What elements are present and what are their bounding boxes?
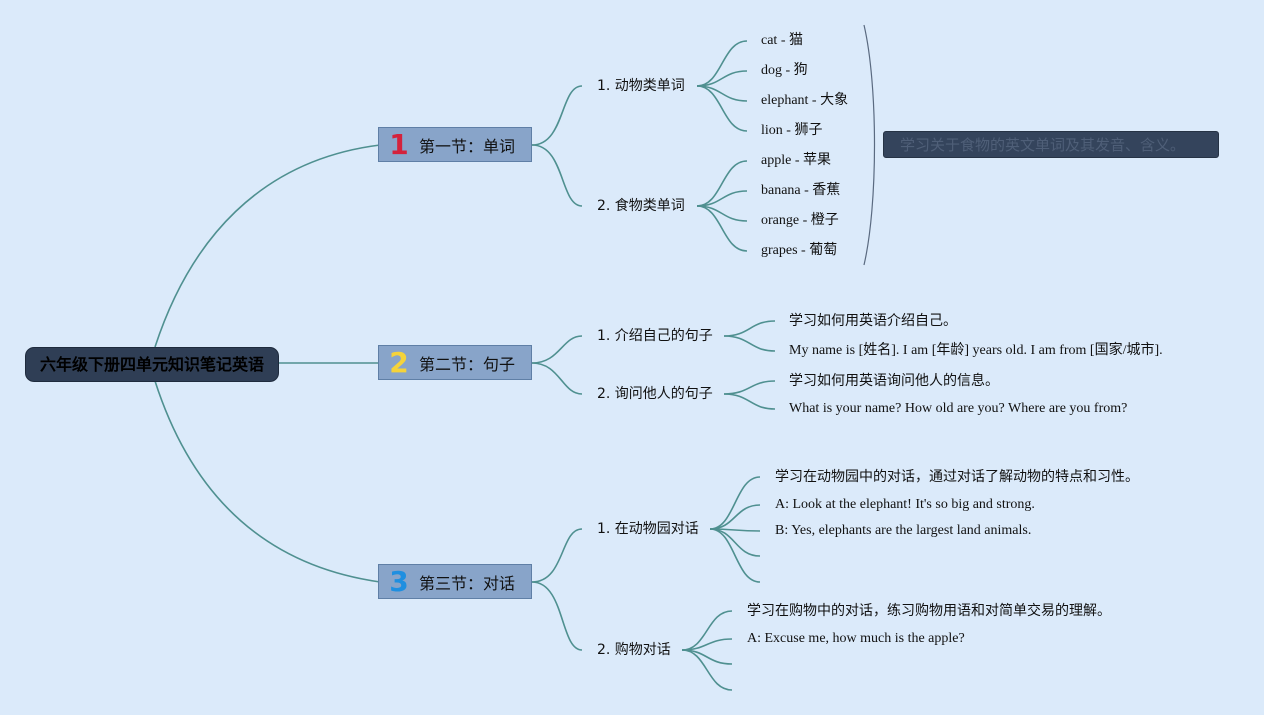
subtopic-zoo-dialogue[interactable]: 1. 在动物园对话 <box>597 521 699 537</box>
word-orange[interactable]: orange - 橙子 <box>761 213 839 228</box>
edge-sec1-sub2 <box>531 144 583 207</box>
root-topic[interactable]: 六年级下册四单元知识笔记英语 <box>25 347 279 382</box>
word-lion[interactable]: lion - 狮子 <box>761 123 823 138</box>
note-ask-others[interactable]: 学习如何用英语询问他人的信息。 <box>789 373 999 389</box>
section-1-title: 第一节：单词 <box>419 136 516 156</box>
shopping-line-a[interactable]: A: Excuse me, how much is the apple? <box>747 631 965 646</box>
word-elephant[interactable]: elephant - 大象 <box>761 93 849 108</box>
subtopic-ask-others[interactable]: 2. 询问他人的句子 <box>597 386 713 402</box>
zoo-line-b[interactable]: B: Yes, elephants are the largest land a… <box>775 523 1032 538</box>
edge-root-sec1 <box>154 144 381 348</box>
subtopic-food-words[interactable]: 2. 食物类单词 <box>597 198 685 214</box>
note-zoo-dialogue[interactable]: 学习在动物园中的对话，通过对话了解动物的特点和习性。 <box>775 469 1139 485</box>
section-3-node[interactable]: 3 第三节：对话 <box>378 564 532 599</box>
example-self-intro[interactable]: My name is [姓名]. I am [年龄] years old. I … <box>789 343 1163 358</box>
subtopic-self-intro[interactable]: 1. 介绍自己的句子 <box>597 328 713 344</box>
note-shopping-dialogue[interactable]: 学习在购物中的对话，练习购物用语和对简单交易的理解。 <box>747 603 1111 619</box>
section-3-title: 第三节：对话 <box>419 573 516 593</box>
subtopic-animal-words[interactable]: 1. 动物类单词 <box>597 78 685 94</box>
word-banana[interactable]: banana - 香蕉 <box>761 183 841 198</box>
note-self-intro[interactable]: 学习如何用英语介绍自己。 <box>789 313 957 329</box>
example-ask-others[interactable]: What is your name? How old are you? Wher… <box>789 401 1128 416</box>
word-apple[interactable]: apple - 苹果 <box>761 153 831 168</box>
word-grapes[interactable]: grapes - 葡萄 <box>761 243 838 258</box>
edge-root-sec3 <box>154 380 381 583</box>
word-dog[interactable]: dog - 狗 <box>761 63 808 78</box>
number-2-icon: 2 <box>389 345 409 379</box>
word-cat[interactable]: cat - 猫 <box>761 33 803 48</box>
summary-bracket <box>863 24 876 266</box>
section-1-node[interactable]: 1 第一节：单词 <box>378 127 532 162</box>
zoo-line-a[interactable]: A: Look at the elephant! It's so big and… <box>775 497 1035 512</box>
summary-note[interactable]: 学习关于食物的英文单词及其发音、含义。 <box>883 131 1219 158</box>
number-3-icon: 3 <box>389 564 409 598</box>
section-2-title: 第二节：句子 <box>419 354 516 374</box>
subtopic-shopping-dialogue[interactable]: 2. 购物对话 <box>597 642 671 658</box>
edge-sec1-sub1 <box>531 85 583 146</box>
section-2-node[interactable]: 2 第二节：句子 <box>378 345 532 380</box>
number-1-icon: 1 <box>389 127 409 161</box>
